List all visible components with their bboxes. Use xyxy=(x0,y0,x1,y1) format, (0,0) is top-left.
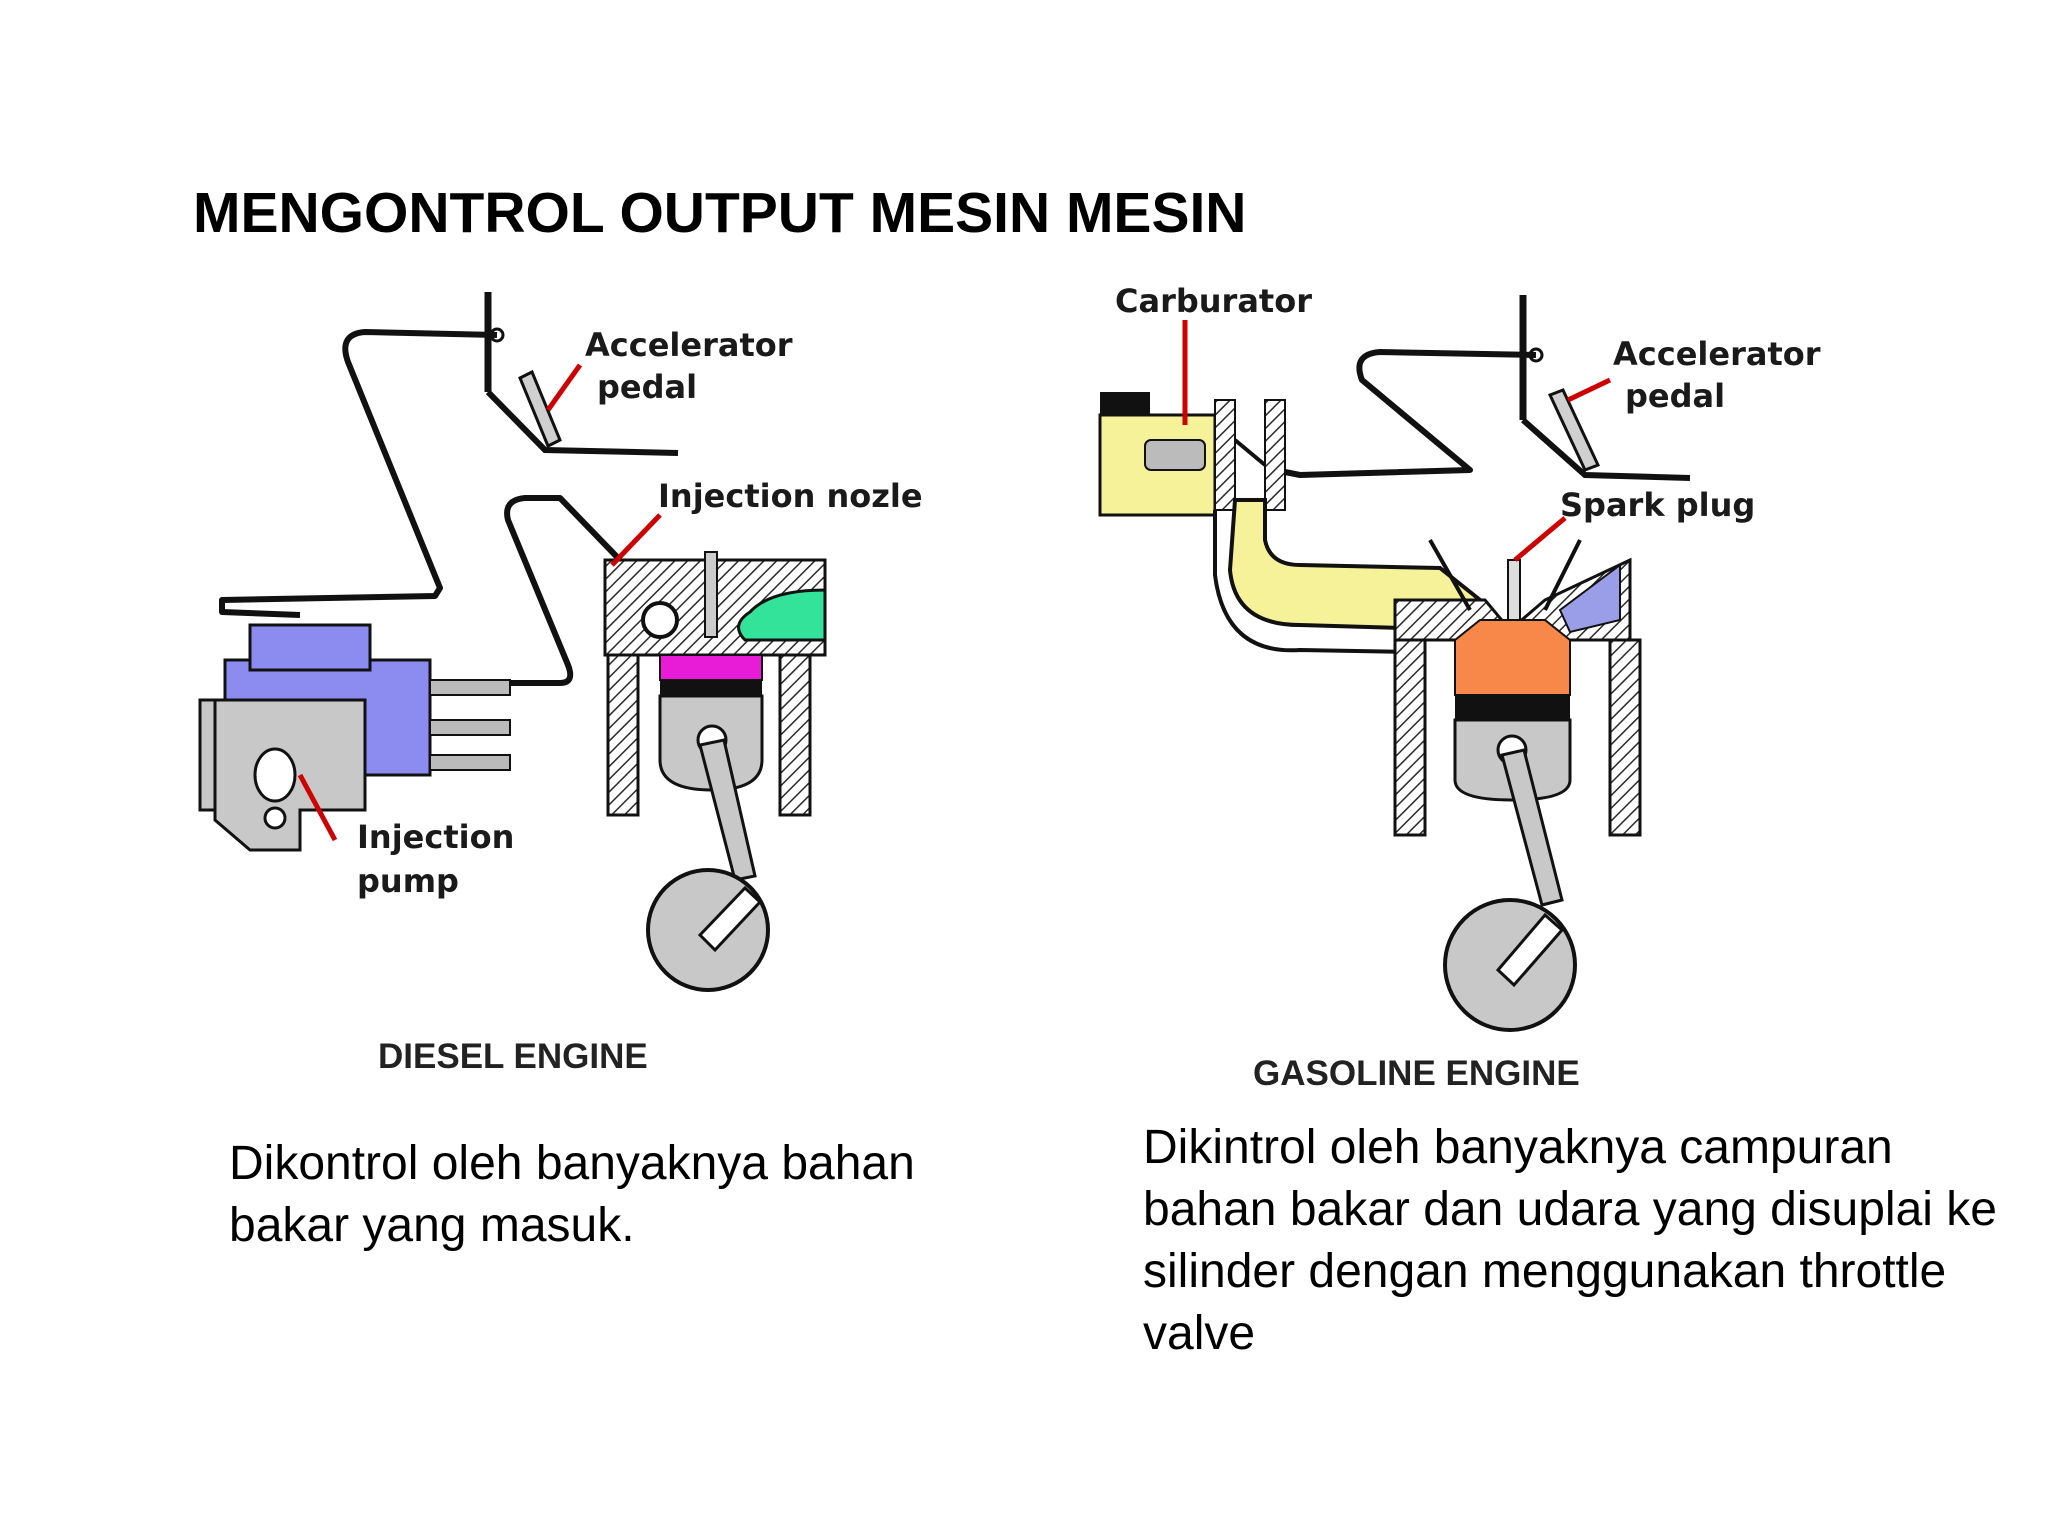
pointer-spark-plug xyxy=(1513,516,1567,562)
diesel-description: Dikontrol oleh banyaknya bahan bakar yan… xyxy=(229,1137,915,1252)
label-diesel-accelerator: Accelerator xyxy=(585,326,793,364)
label-gasoline-pedal: pedal xyxy=(1625,377,1725,415)
pointer-gasoline-accelerator xyxy=(1566,377,1612,403)
diesel-engine-label: DIESEL ENGINE xyxy=(378,1037,648,1076)
gasoline-engine-diagram: Carburator Accelerator pedal Spark plug … xyxy=(1098,282,1821,1093)
pointer-injection-nozzle xyxy=(610,513,662,567)
label-injection-nozzle: Injection nozle xyxy=(658,477,923,515)
diesel-cylinder xyxy=(603,551,827,992)
carburator xyxy=(1098,392,1286,517)
pointer-diesel-accelerator xyxy=(545,363,583,412)
label-injection-pump-line1: Injection xyxy=(357,818,514,856)
label-carburator: Carburator xyxy=(1115,282,1312,320)
pointer-injection-pump xyxy=(297,773,338,842)
diesel-engine-diagram: Accelerator pedal Injection nozle Inject… xyxy=(198,292,923,1076)
diesel-throttle-cable xyxy=(219,329,498,618)
label-injection-pump-line2: pump xyxy=(357,862,459,900)
gasoline-cylinder xyxy=(1393,539,1642,1032)
injection-pump xyxy=(198,623,511,852)
gasoline-throttle-cable xyxy=(1274,349,1537,478)
diesel-fuel-line xyxy=(430,495,623,686)
gasoline-description: Dikintrol oleh banyaknya campuran bahan … xyxy=(1143,1121,1997,1360)
gasoline-engine-label: GASOLINE ENGINE xyxy=(1253,1054,1580,1093)
label-diesel-pedal: pedal xyxy=(597,368,697,406)
label-spark-plug: Spark plug xyxy=(1560,486,1755,524)
diesel-accelerator-pedal xyxy=(484,292,679,456)
label-gasoline-accelerator: Accelerator xyxy=(1613,335,1821,373)
slide-title: MENGONTROL OUTPUT MESIN MESIN xyxy=(193,181,1247,245)
